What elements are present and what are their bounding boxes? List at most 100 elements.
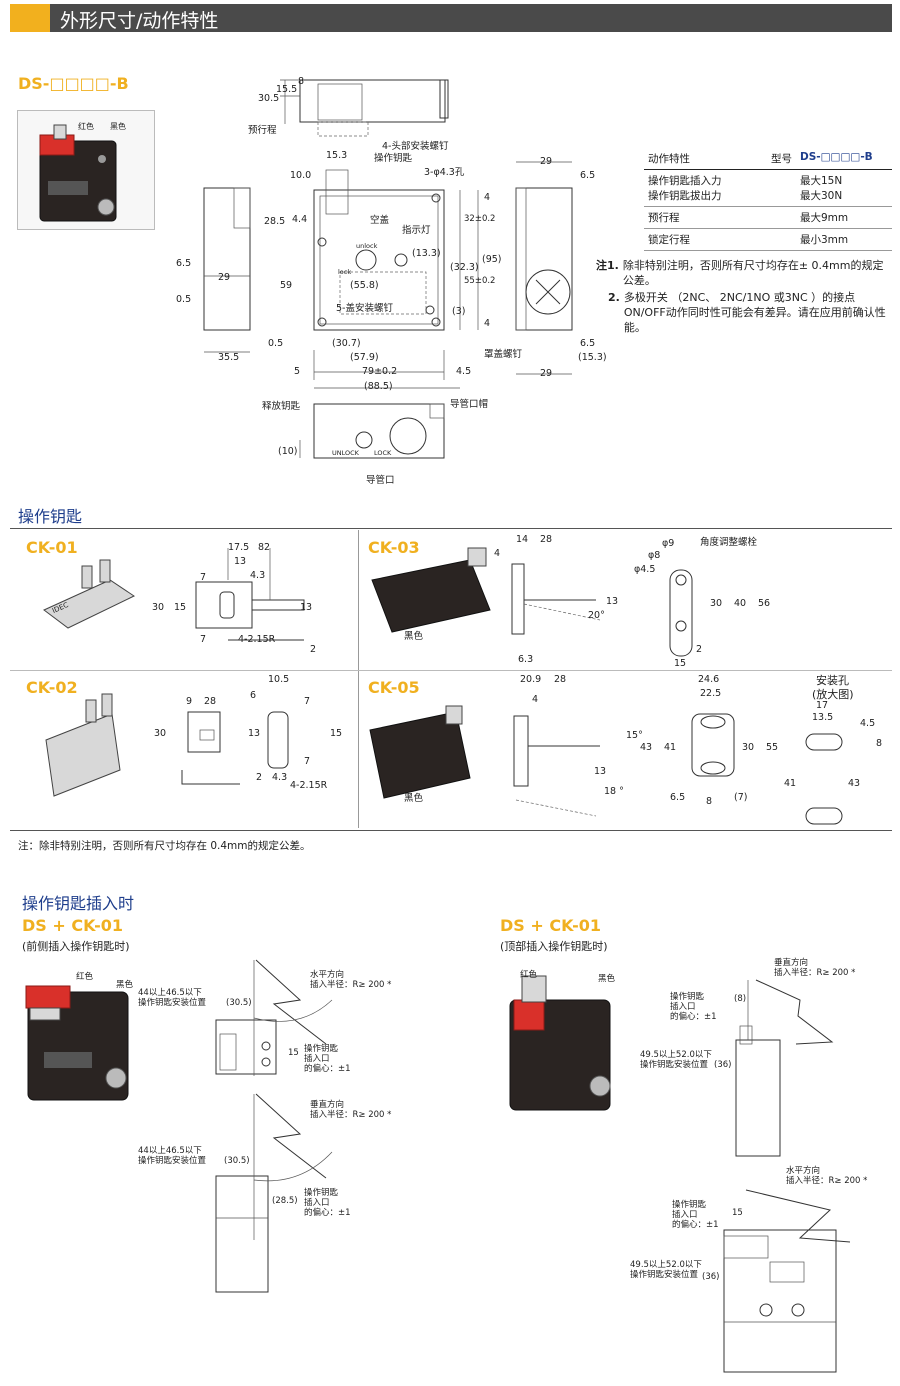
dim-95: (95)	[482, 254, 502, 265]
ck02-dim-7-top: 7	[304, 696, 311, 707]
insert-right-red: 红色	[520, 970, 538, 980]
keys-drawings	[43, 547, 843, 825]
ck02-dim-2: 2	[256, 772, 263, 783]
ck02-dim-6: 6	[250, 690, 257, 701]
insert-left-dim-30-5b: (30.5)	[224, 1156, 250, 1166]
ck05-dim-7: (7)	[734, 792, 748, 803]
keys-bottom-rule	[10, 830, 892, 831]
keys-middle-rule	[10, 670, 892, 671]
spec-head-model: 型号	[748, 148, 796, 170]
note-prefix: 注	[596, 259, 607, 272]
ck01-dim-13-top: 13	[234, 556, 247, 567]
ck02-dim-30: 30	[154, 728, 167, 739]
dim-30-7: (30.7)	[332, 338, 361, 349]
keys-tolerance-note: 注：除非特别注明，否则所有尺寸均存在 0.4mm的规定公差。	[18, 840, 311, 852]
dim-left-35-5: 35.5	[218, 352, 240, 363]
ck01-dim-30: 30	[152, 602, 165, 613]
spec-row-lock-label: 锁定行程	[644, 228, 796, 251]
dim-28-5: 28.5	[264, 216, 286, 227]
dim-88-5: (88.5)	[364, 381, 393, 392]
label-cover-screw: 5-盖安装螺钉	[336, 303, 393, 314]
insert-right-vertical: 垂直方向 插入半径：R≥ 200 *	[774, 958, 856, 978]
dim-left-0-5: 0.5	[176, 294, 192, 305]
ck05-mount-hole-subtitle: (放大图)	[812, 688, 854, 701]
ck03-dim-2: 2	[696, 644, 703, 655]
ck05-dim-4-5: 4.5	[860, 718, 876, 729]
ck03-dim-4: 4	[494, 548, 501, 559]
insert-right-install-pos-2: 49.5以上52.0以下 操作钥匙安装位置	[630, 1260, 702, 1280]
dim-13-3: (13.3)	[412, 248, 441, 259]
ck05-dim-18deg: 18 °	[604, 786, 624, 797]
note-1-text: 除非特别注明，否则所有尺寸均存在± 0.4mm的规定公差。	[622, 259, 884, 287]
spec-row-lock-value: 最小3mm	[796, 228, 892, 251]
header-accent	[10, 4, 50, 32]
insert-left-title: DS + CK-01	[22, 916, 124, 935]
ck01-dim-4-3: 4.3	[250, 570, 266, 581]
insert-left-black: 黑色	[116, 980, 134, 990]
note-1-num: 1.	[607, 259, 619, 272]
ck03-dim-30: 30	[710, 598, 723, 609]
ck05-black-label: 黑色	[404, 793, 424, 804]
product-photo-switch	[39, 124, 117, 222]
ck05-dim-43b: 43	[848, 778, 861, 789]
label-blank-cover: 空盖	[370, 215, 390, 226]
keys-top-rule	[10, 528, 892, 529]
dim-32-3: (32.3)	[450, 262, 479, 273]
label-indicator: 指示灯	[402, 225, 431, 236]
ck03-dim-40: 40	[734, 598, 747, 609]
insert-right-dim-36b: (36)	[702, 1272, 720, 1282]
ck01-dim-7-top: 7	[200, 572, 207, 583]
ck05-dim-8: 8	[706, 796, 713, 807]
ck02-dim-10-5: 10.5	[268, 674, 290, 685]
ck05-dim-28: 28	[554, 674, 567, 685]
insert-left-dim-28-5: (28.5)	[272, 1196, 298, 1206]
ck05-dim-22-5: 22.5	[700, 688, 722, 699]
label-operating-key: 操作钥匙	[374, 153, 413, 164]
dim-4-bottom: 4	[484, 318, 491, 329]
ck05-title: CK-05	[368, 678, 420, 697]
ck03-dim-14: 14	[516, 534, 529, 545]
insert-right-black: 黑色	[598, 974, 616, 984]
ck03-dim-phi8: φ8	[648, 550, 661, 561]
label-lock-front: lock	[338, 268, 352, 276]
insert-left-vertical: 垂直方向 插入半径：R≥ 200 *	[310, 1100, 392, 1120]
dim-left-6-5: 6.5	[176, 258, 192, 269]
insert-right-title: DS + CK-01	[500, 916, 602, 935]
ck01-dim-17-5: 17.5	[228, 542, 250, 553]
label-preload: 预行程	[248, 125, 277, 136]
dim-right-6-5: 6.5	[580, 170, 596, 181]
ck02-dim-13: 13	[248, 728, 261, 739]
ck02-dim-15: 15	[330, 728, 343, 739]
label-lock-bottom: LOCK	[374, 449, 392, 457]
ck05-dim-24-6: 24.6	[698, 674, 720, 685]
insert-right-dim-15: 15	[732, 1208, 743, 1218]
dim-55-8: (55.8)	[350, 280, 379, 291]
label-head-screw: 4-头部安装螺钉	[382, 141, 449, 152]
product-photo-box: 红色 黑色	[17, 110, 155, 230]
ck05-dim-13-5: 13.5	[812, 712, 834, 723]
spec-head-model-name: DS-□□□□-B	[796, 148, 892, 170]
dim-left-29: 29	[218, 272, 231, 283]
label-conduit: 导管口	[366, 475, 395, 486]
spec-row-force-value: 最大15N 最大30N	[796, 169, 892, 207]
insert-right-eccentricity: 操作钥匙 插入口 的偏心：±1	[670, 992, 717, 1022]
ck03-black-label: 黑色	[404, 631, 424, 642]
ck02-dim-9: 9	[186, 696, 193, 707]
header-title: 外形尺寸/动作特性	[60, 10, 219, 32]
keys-vertical-divider	[358, 530, 359, 828]
insert-left-install-pos: 44以上46.5以下 操作钥匙安装位置	[138, 988, 207, 1008]
ck01-dim-82: 82	[258, 542, 271, 553]
insert-left-horizontal: 水平方向 插入半径：R≥ 200 *	[310, 970, 392, 990]
ck05-dim-30: 30	[742, 742, 755, 753]
dim-59: 59	[280, 280, 293, 291]
dim-10: (10)	[278, 446, 298, 457]
ck01-dim-15: 15	[174, 602, 187, 613]
insert-right-install-pos: 49.5以上52.0以下 操作钥匙安装位置	[640, 1050, 712, 1070]
dim-4-5: 4.5	[456, 366, 472, 377]
ck03-dim-28: 28	[540, 534, 553, 545]
label-conduit-cap: 导管口帽	[450, 399, 489, 410]
insert-left-red: 红色	[76, 972, 94, 982]
ck03-title: CK-03	[368, 538, 420, 557]
dim-57-9: (57.9)	[350, 352, 379, 363]
insert-right-dim-8: (8)	[734, 994, 747, 1004]
